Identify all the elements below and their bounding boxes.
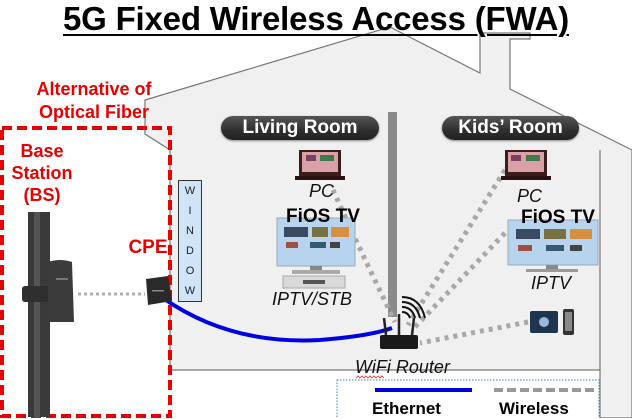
wireless-link-kids-pc [405,168,508,327]
alternative-fiber-line-2: Optical Fiber [38,102,150,122]
living-tv-label: IPTV/STB [272,289,353,309]
wireless-link-kids-tv [410,231,507,332]
router-label: WiFi Router [355,357,450,377]
kids-room-label: Kids’ Room [442,116,579,140]
kids-tv-icon [507,219,599,272]
base-station-line-2: Station [11,163,73,183]
living-pc-icon [295,150,345,180]
base-station-line-1: Base [20,141,64,161]
window-box: W I N D O W [178,180,202,302]
tablet-icon [530,311,558,333]
window-letter: N [186,225,194,237]
kids-pc-label: PC [517,186,543,206]
alternative-fiber-box [0,126,172,418]
kids-pc-icon [501,150,551,180]
legend-box [336,379,600,418]
alternative-fiber-line-1: Alternative of [36,79,152,99]
kids-tv-brand: FiOS TV [521,207,595,228]
cpe-label: CPE [128,237,168,258]
window-letter: O [185,265,195,277]
window-letter: W [184,285,196,297]
legend-ethernet-label: Ethernet [372,399,441,418]
living-room-label: Living Room [221,116,379,140]
spellcheck-underline [355,375,385,379]
wifi-router-icon [380,296,426,349]
wireless-link-living-pc [330,188,398,324]
base-station-label: Base Station (BS) [2,140,82,206]
alternative-fiber-label: Alternative of Optical Fiber [14,78,174,124]
base-station-line-3: (BS) [23,185,61,205]
kids-tv-label: IPTV [531,273,572,293]
diagram-title: 5G Fixed Wireless Access (FWA) [63,0,569,37]
window-letter: D [186,245,194,257]
living-tv-icon [276,217,356,274]
room-divider-wall [388,112,397,317]
legend-wireless-label: Wireless [499,399,569,418]
wireless-link-tablet [419,319,529,346]
bs-antenna-clamp [22,286,52,302]
living-pc-label: PC [309,181,335,201]
window-letter: W [184,185,196,197]
smartphone-icon [563,309,574,335]
wifi-signal-icon [401,296,426,319]
ethernet-cable [161,296,393,343]
set-top-box-icon [282,275,346,289]
living-tv-brand: FiOS TV [286,206,360,227]
bs-antenna [48,260,74,322]
window-letter: I [188,205,192,217]
